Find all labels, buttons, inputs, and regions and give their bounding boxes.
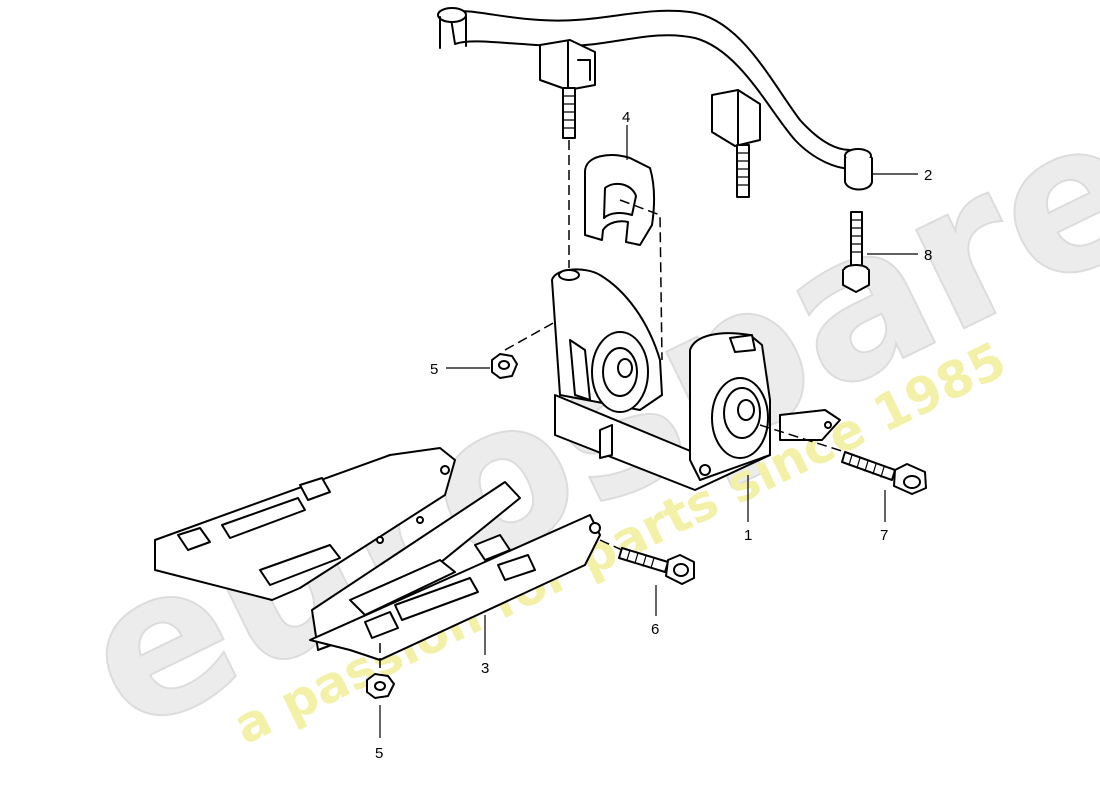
stud-left	[562, 87, 576, 139]
nut-part-5-lower	[366, 673, 395, 699]
stud-right	[736, 144, 750, 198]
callout-1: 1	[744, 527, 752, 544]
callout-8: 8	[924, 247, 932, 264]
callout-5b: 5	[375, 745, 383, 762]
callout-3: 3	[481, 660, 489, 677]
crossmember-part-2	[437, 7, 873, 191]
mount-part-1	[551, 268, 841, 491]
nut-part-5-upper	[491, 353, 518, 379]
bolt-part-8	[842, 211, 870, 293]
callout-5a: 5	[430, 361, 438, 378]
bolt-part-6	[618, 547, 695, 585]
leader-lines	[379, 125, 918, 738]
callout-2: 2	[924, 167, 932, 184]
callout-7: 7	[880, 527, 888, 544]
callouts: 1 2 3 4 5 5 6 7 8	[375, 109, 932, 762]
bracket-part-3	[154, 447, 601, 661]
clip-part-4	[584, 154, 656, 246]
alignment-lines	[379, 140, 846, 668]
callout-4: 4	[622, 109, 630, 126]
callout-6: 6	[651, 621, 659, 638]
bolt-part-7	[841, 451, 927, 495]
